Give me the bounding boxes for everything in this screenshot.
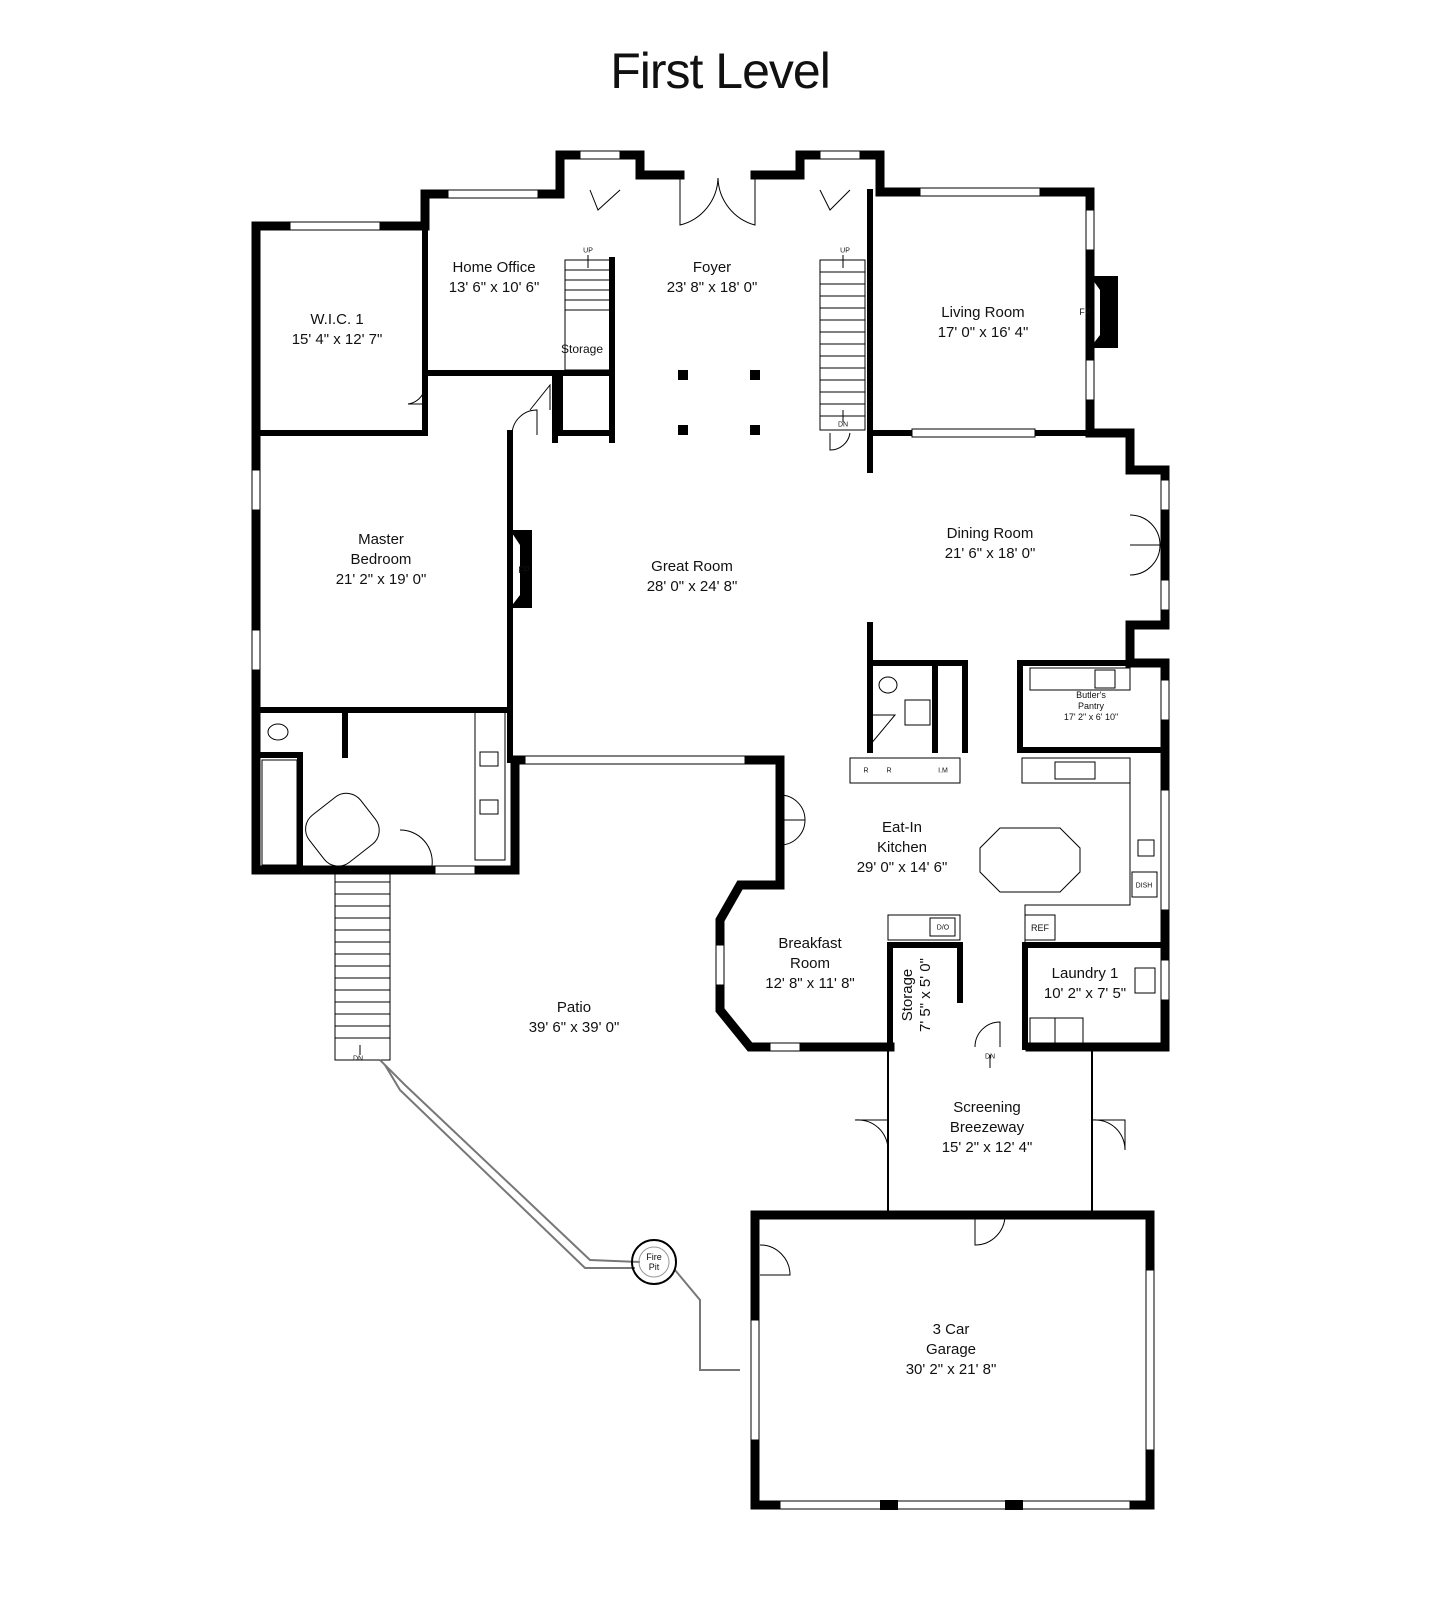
fixtures [261, 667, 1158, 1044]
columns [678, 370, 1023, 1510]
fireplaces [510, 276, 1118, 608]
room-screening-breezeway: Screening Breezeway 15' 2" x 12' 4" [941, 1099, 1033, 1156]
plan-title: First Level [610, 43, 831, 99]
room-great-room: Great Room 28' 0" x 24' 8" [646, 558, 738, 595]
ice-maker-label: I.M [938, 767, 948, 775]
room-foyer: Foyer 23' 8" x 18' 0" [666, 259, 758, 296]
fireplace-great-label: FP [518, 565, 530, 575]
stair-treads [335, 269, 865, 1039]
windows [251, 150, 1170, 1510]
fridge-r1-label: R [863, 767, 869, 775]
room-master-bedroom: Master Bedroom 21' 2" x 19' 0" [335, 531, 427, 588]
room-laundry: Laundry 1 10' 2" x 7' 5" [1043, 965, 1127, 1002]
room-patio: Patio 39' 6" x 39' 0" [528, 999, 620, 1036]
dishwasher-label: DISH [1135, 882, 1153, 890]
stair-down-label-2: DN [352, 1055, 364, 1063]
room-3-car-garage: 3 Car Garage 30' 2" x 21' 8" [905, 1321, 997, 1378]
room-dining-room: Dining Room 21' 6" x 18' 0" [944, 525, 1036, 562]
fridge-r2-label: R [886, 767, 892, 775]
interior-walls [253, 189, 1168, 1211]
stair-down-label: DN [837, 421, 849, 429]
fireplace-living-label: FP [1079, 307, 1091, 317]
fire-pit-label: Fire Pit [646, 1252, 662, 1272]
room-breakfast-room: Breakfast Room 12' 8" x 11' 8" [765, 935, 855, 992]
stair-up-label-2: UP [840, 247, 850, 255]
step-down-label: DN [984, 1053, 996, 1061]
room-wic: W.I.C. 1 15' 4" x 12' 7" [291, 311, 383, 348]
doors [399, 175, 1161, 1276]
double-oven-label: D/O [936, 924, 950, 932]
patio-outline [379, 1059, 740, 1371]
room-storage: Storage 7' 5" x 5' 0" [899, 958, 934, 1032]
refrigerator-label: REF [1031, 923, 1049, 933]
room-living-room: Living Room 17' 0" x 16' 4" [937, 304, 1029, 341]
room-home-office: Home Office 13' 6" x 10' 6" [448, 259, 540, 296]
storage-closet-label: Storage [560, 342, 604, 356]
stair-up-label: UP [583, 247, 593, 255]
exterior-walls [251, 150, 1170, 1510]
room-butlers-pantry: Butler's Pantry 17' 2" x 6' 10" [1063, 690, 1119, 722]
room-eat-in-kitchen: Eat-In Kitchen 29' 0" x 14' 6" [856, 819, 948, 876]
stairs [334, 255, 991, 1068]
